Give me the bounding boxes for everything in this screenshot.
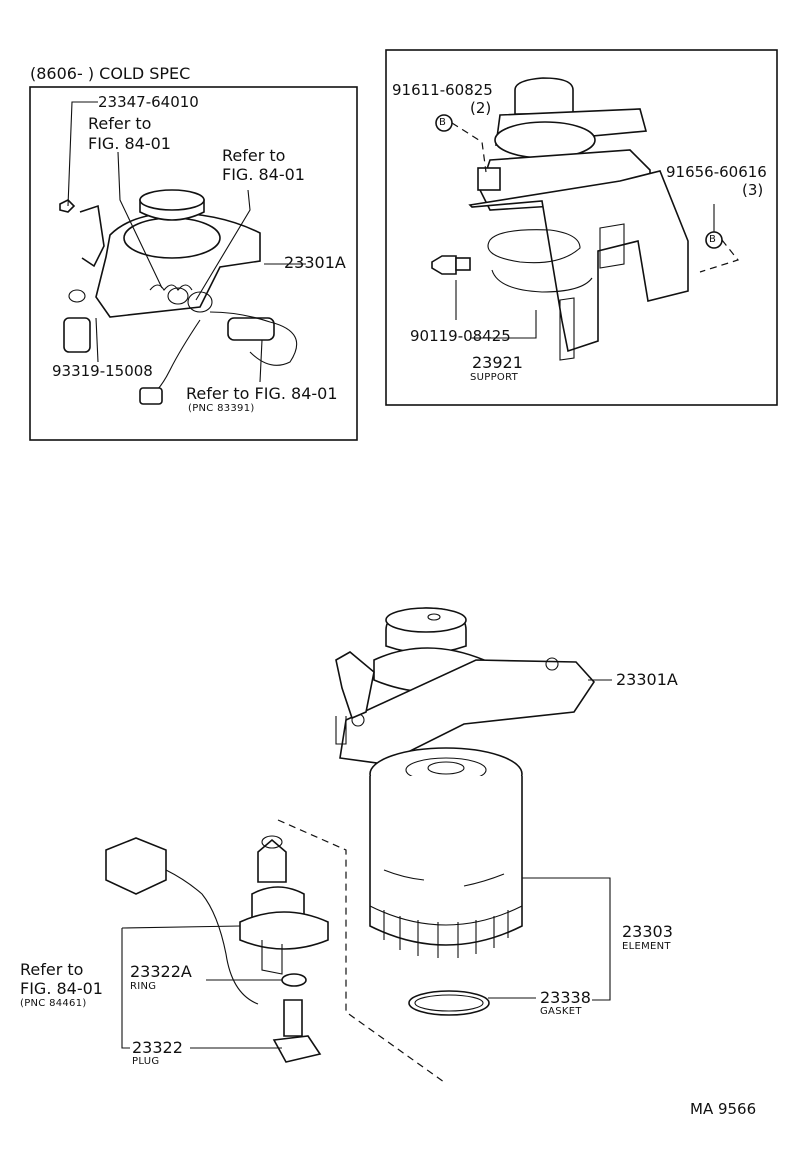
support-bracket-drawing	[431, 77, 689, 361]
cold-spec-header: (8606- ) COLD SPEC	[30, 64, 191, 83]
part-number-23301a-main: 23301A	[616, 670, 678, 689]
refer-pnc-83391: (PNC 83391)	[188, 403, 255, 414]
main-element-drawing	[369, 747, 523, 958]
main-assembly-axis	[277, 819, 445, 1083]
refer-label-a-line2: FIG. 84-01	[88, 134, 171, 153]
refer-label-b-line1: Refer to	[222, 146, 286, 165]
cold-spec-filter-head-drawing	[59, 189, 298, 405]
part-number-23322: 23322	[132, 1038, 183, 1057]
part-number-91656-60616: 91656-60616	[666, 163, 767, 181]
part-name-plug: PLUG	[132, 1056, 160, 1067]
main-filter-head-drawing	[335, 607, 596, 765]
refer-pnc-84461: (PNC 84461)	[20, 998, 87, 1009]
part-name-gasket: GASKET	[540, 1006, 582, 1017]
refer-label-b-line2: FIG. 84-01	[222, 165, 305, 184]
cold-spec-frame	[29, 86, 358, 441]
part-number-23338: 23338	[540, 988, 591, 1007]
callout-b-label-2: B	[709, 234, 716, 245]
refer-label-main-line2: FIG. 84-01	[20, 979, 103, 998]
part-name-element: ELEMENT	[622, 941, 671, 952]
part-number-91611-60825: 91611-60825	[392, 81, 493, 99]
refer-label-a-line1: Refer to	[88, 114, 152, 133]
part-number-23921: 23921	[472, 353, 523, 372]
callout-b-label-1: B	[439, 117, 446, 128]
part-qty-91611: (2)	[470, 99, 492, 117]
part-qty-91656: (3)	[742, 181, 764, 199]
part-number-23303: 23303	[622, 922, 673, 941]
support-frame	[385, 49, 778, 406]
main-sensor-drawing	[105, 835, 329, 1063]
refer-label-main-line1: Refer to	[20, 960, 84, 979]
refer-label-c: Refer to FIG. 84-01	[186, 384, 338, 403]
part-name-support: SUPPORT	[470, 372, 519, 383]
part-name-ring: RING	[130, 981, 157, 992]
part-number-23301a-cold: 23301A	[284, 253, 346, 272]
figure-code: MA 9566	[690, 1100, 757, 1118]
part-number-23347-64010: 23347-64010	[98, 93, 199, 111]
part-number-90119-08425: 90119-08425	[410, 327, 511, 345]
part-number-23322a: 23322A	[130, 962, 192, 981]
part-number-93319-15008: 93319-15008	[52, 362, 153, 380]
